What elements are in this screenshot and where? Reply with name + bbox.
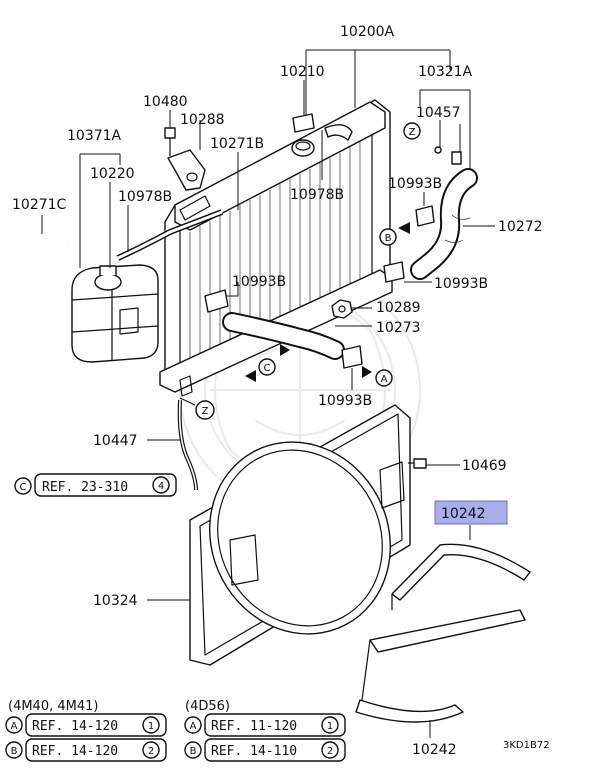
- ref-b-right: B REF. 14-110 2: [184, 738, 346, 762]
- label-10447: 10447: [93, 433, 138, 449]
- label-10993B-a: 10993B: [388, 176, 442, 192]
- ref-b-left: B REF. 14-120 2: [5, 738, 167, 762]
- highlight-box-10242: [434, 500, 508, 525]
- ref-a-left-marker: A: [11, 721, 18, 732]
- ref-a-left: A REF. 14-120 1: [5, 713, 167, 737]
- diagram-code: 3KD1B72: [503, 740, 550, 751]
- ref-b-right-marker: B: [190, 746, 197, 757]
- ref-b-right-num: 2: [327, 746, 333, 757]
- label-10480: 10480: [143, 94, 188, 110]
- overflow-hose-inner: [40, 233, 69, 298]
- label-10993B-d: 10993B: [318, 393, 372, 409]
- label-10200A: 10200A: [340, 24, 395, 40]
- label-10321A: 10321A: [418, 64, 473, 80]
- overflow-hose-10271C: [41, 234, 69, 298]
- ref-left-title: (4M40, 4M41): [8, 699, 98, 714]
- marker-a: A: [381, 374, 388, 385]
- arrows: [245, 222, 410, 382]
- radiator-cap-10210: [292, 113, 315, 133]
- label-10271C: 10271C: [12, 197, 67, 213]
- ref-a-left-text: REF. 14-120: [32, 719, 118, 734]
- marker-z-top: Z: [409, 127, 416, 138]
- drain-plug-10289: [331, 299, 353, 319]
- ref-b-left-marker: B: [11, 746, 18, 757]
- clamps-10993B: [204, 205, 435, 369]
- label-10993B-c: 10993B: [434, 276, 488, 292]
- label-10978B-a: 10978B: [118, 189, 172, 205]
- label-10993B-b: 10993B: [232, 274, 286, 290]
- ref-a-right-num: 1: [327, 721, 333, 732]
- bracket-10288: [167, 149, 206, 191]
- label-10242-top: 10242: [441, 506, 486, 522]
- label-10289: 10289: [376, 300, 421, 316]
- bolt-10480: [164, 127, 176, 156]
- label-10288: 10288: [180, 112, 225, 128]
- label-10242-bottom: 10242: [412, 742, 457, 758]
- label-10371A: 10371A: [67, 128, 122, 144]
- reserve-tank-10371A: [71, 264, 159, 363]
- switch-10457: [434, 146, 462, 165]
- fan-shroud-10324: [189, 404, 411, 666]
- label-10210: 10210: [280, 64, 325, 80]
- label-10978B-b: 10978B: [290, 187, 344, 203]
- ref-a-left-num: 1: [148, 721, 154, 732]
- marker-c: C: [264, 363, 271, 374]
- circled-markers: Z B C A Z: [195, 122, 421, 420]
- lower-hose-10273: [222, 312, 345, 360]
- label-10273: 10273: [376, 320, 421, 336]
- upper-hose-10272: [410, 168, 478, 280]
- label-10469: 10469: [462, 458, 507, 474]
- label-10272: 10272: [498, 219, 543, 235]
- ref-b-right-text: REF. 14-110: [211, 744, 297, 759]
- ref-right-title: (4D56): [185, 699, 230, 714]
- shroud-10242-upper: [391, 543, 531, 610]
- shroud-10242-lower: [355, 609, 526, 723]
- part-labels: 10200A 10210 10321A 10480 10288 10457 10…: [12, 24, 543, 758]
- ref-a-right: A REF. 11-120 1: [184, 713, 346, 737]
- label-10457: 10457: [416, 105, 461, 121]
- ref-c-marker: C: [20, 482, 27, 493]
- ref-c-num: 4: [158, 481, 164, 492]
- marker-z-bottom: Z: [202, 406, 209, 417]
- ref-b-left-text: REF. 14-120: [32, 744, 118, 759]
- ref-a-right-marker: A: [190, 721, 197, 732]
- label-10220: 10220: [90, 166, 135, 182]
- leader-lines: [41, 49, 495, 738]
- bolt-10469: [408, 458, 427, 469]
- marker-b: B: [385, 233, 392, 244]
- label-10271B: 10271B: [210, 136, 264, 152]
- ref-a-right-text: REF. 11-120: [211, 719, 297, 734]
- ref-c: C REF. 23-310 4: [14, 473, 177, 497]
- label-10324: 10324: [93, 593, 138, 609]
- ref-c-text: REF. 23-310: [42, 480, 128, 495]
- ref-b-left-num: 2: [148, 746, 154, 757]
